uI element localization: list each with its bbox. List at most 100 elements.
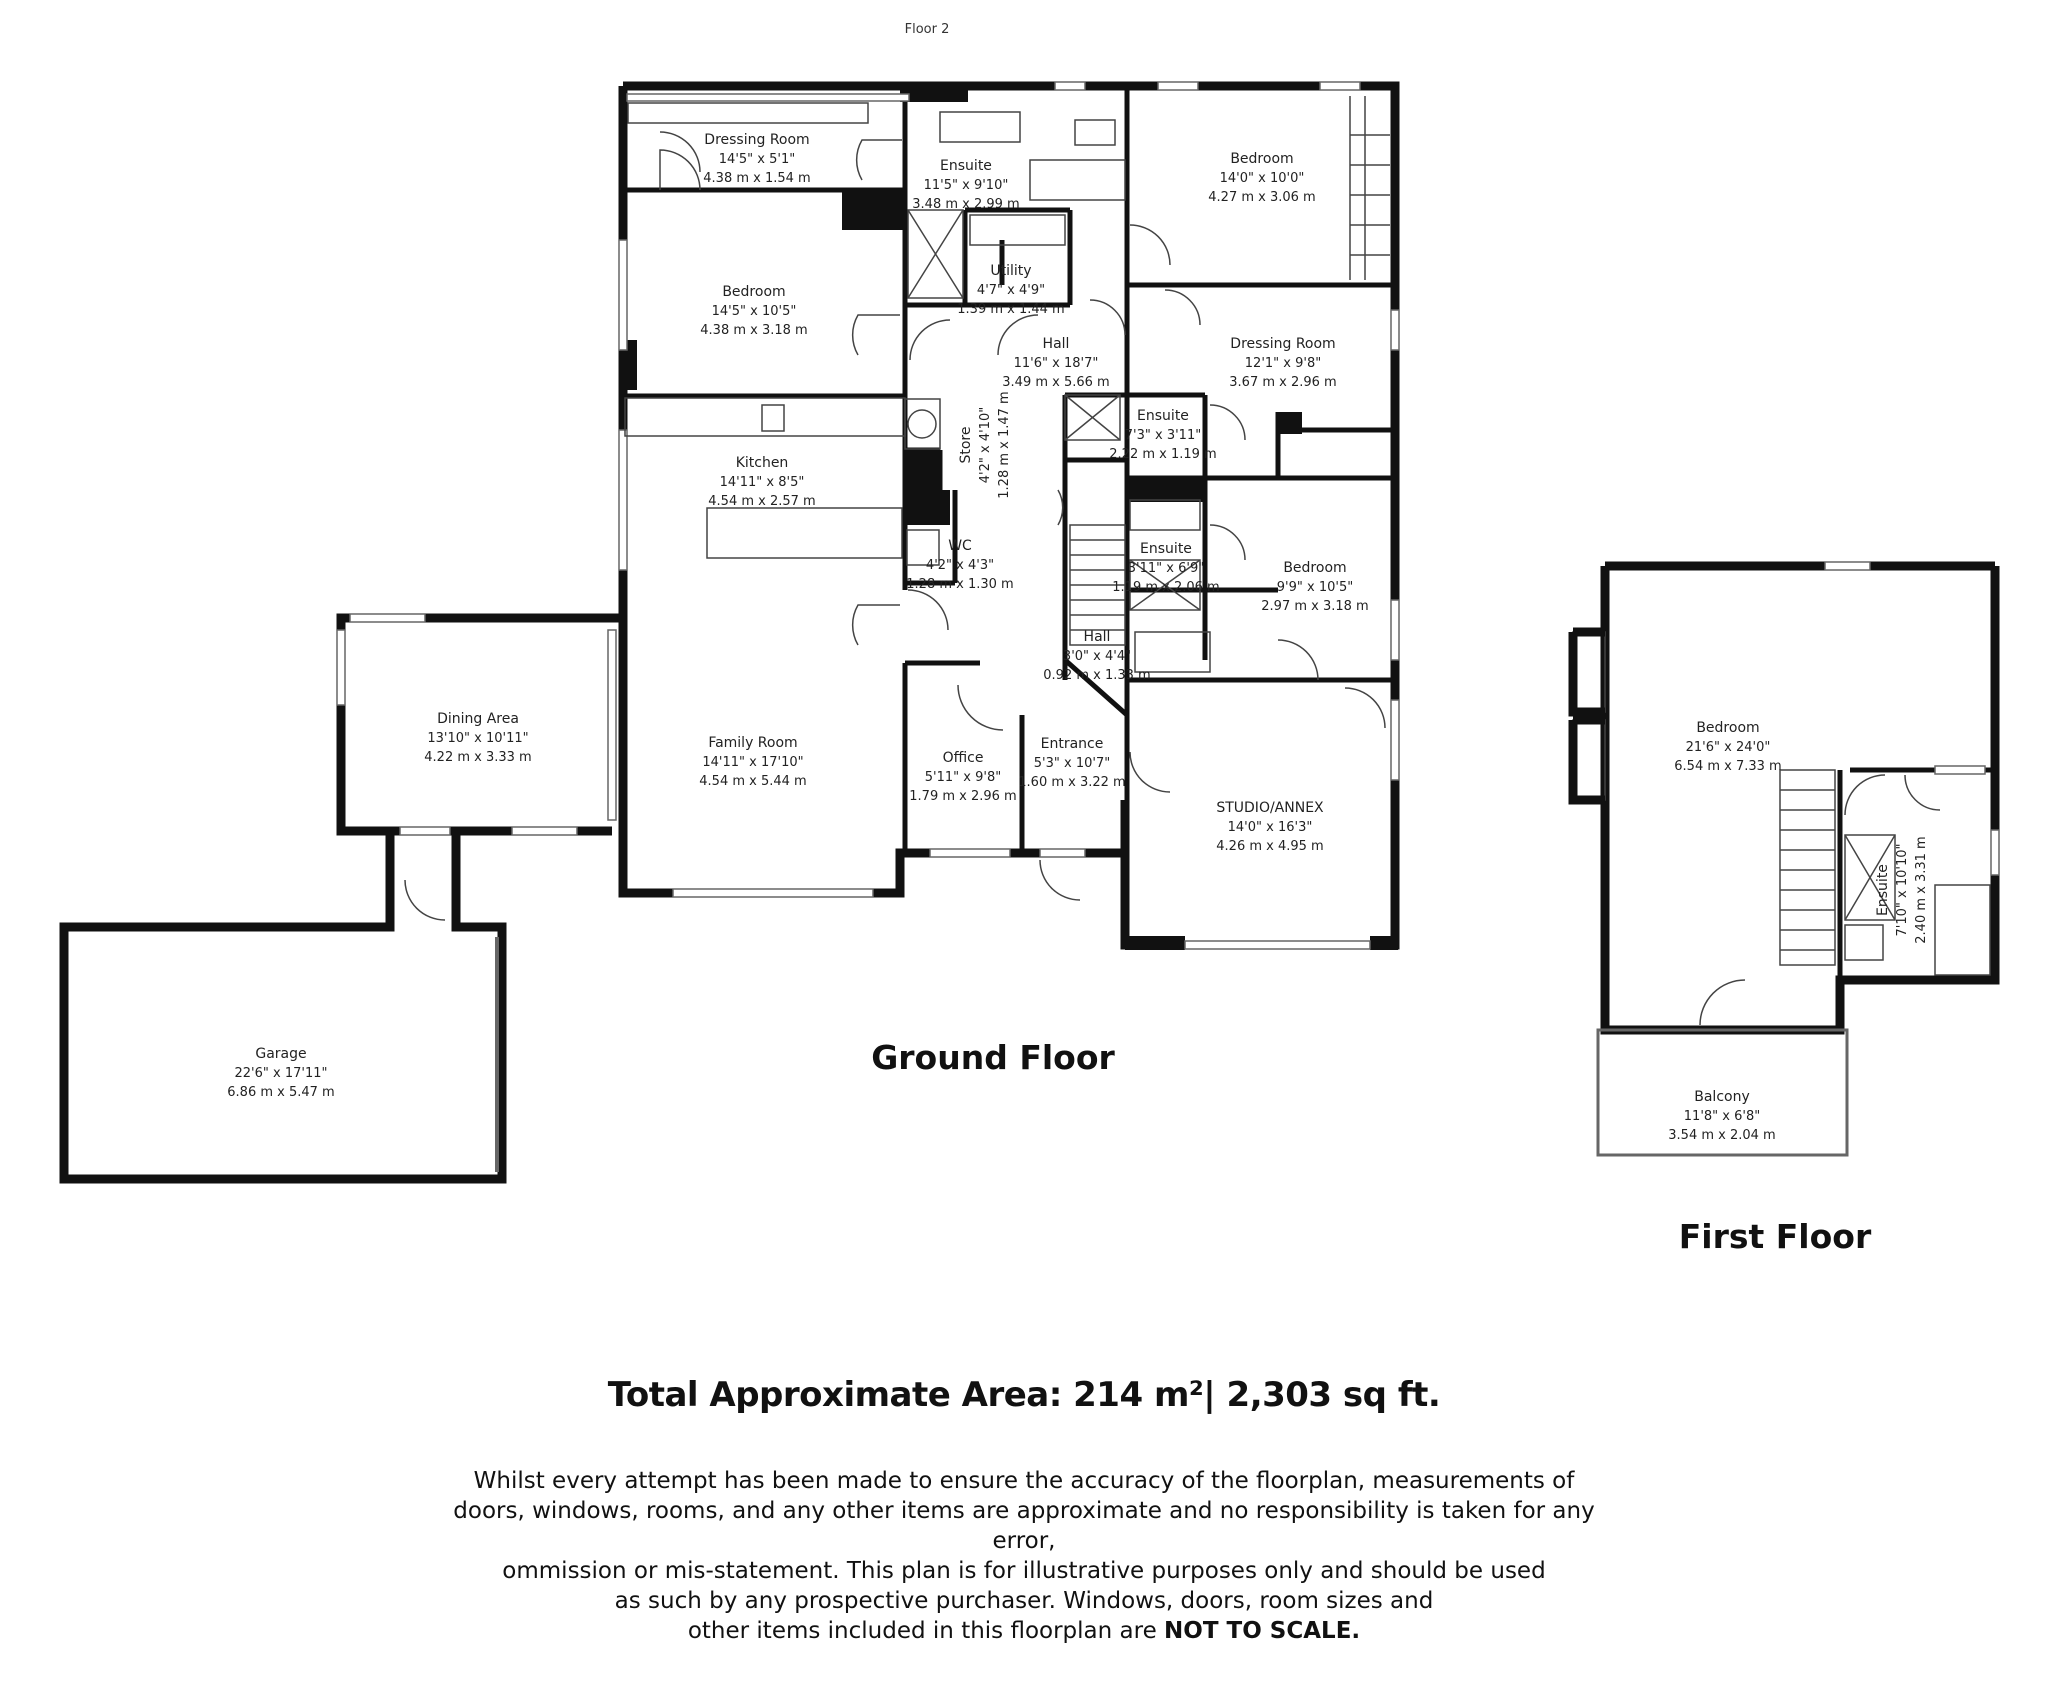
svg-text:1.60 m x 3.22 m: 1.60 m x 3.22 m [1018,775,1125,790]
first-floor-title: First Floor [1679,1217,1872,1256]
svg-text:14'0" x 10'0": 14'0" x 10'0" [1220,171,1305,186]
svg-text:4.54 m x 5.44 m: 4.54 m x 5.44 m [699,774,806,789]
ground-floor-title: Ground Floor [871,1038,1115,1077]
svg-text:14'5" x 10'5": 14'5" x 10'5" [712,304,797,319]
svg-text:Office: Office [943,750,984,766]
room-label-entrance: Entrance 5'3" x 10'7" 1.60 m x 3.22 m [1018,736,1125,790]
room-label-hall-1: Hall 11'6" x 18'7" 3.49 m x 5.66 m [1002,336,1109,390]
ground-floor-walls [59,81,1400,1184]
room-label-ensuite-3: Ensuite 3'11" x 6'9" 1.19 m x 2.06 m [1112,541,1219,595]
svg-text:14'11" x 8'5": 14'11" x 8'5" [720,475,805,490]
svg-text:STUDIO/ANNEX: STUDIO/ANNEX [1216,800,1324,816]
svg-text:4'2" x 4'10": 4'2" x 4'10" [978,407,993,483]
floor-2-label: Floor 2 [905,22,950,37]
svg-text:1.79 m x 2.96 m: 1.79 m x 2.96 m [909,789,1016,804]
svg-text:Ensuite: Ensuite [940,158,992,174]
room-label-wc: WC 4'2" x 4'3" 1.28 m x 1.30 m [906,538,1013,592]
room-label-dining-area: Dining Area 13'10" x 10'11" 4.22 m x 3.3… [424,711,531,765]
svg-text:14'11" x 17'10": 14'11" x 17'10" [702,755,803,770]
svg-text:4'2" x 4'3": 4'2" x 4'3" [926,558,994,573]
room-label-office: Office 5'11" x 9'8" 1.79 m x 2.96 m [909,750,1016,804]
svg-text:4.38 m x 1.54 m: 4.38 m x 1.54 m [703,171,810,186]
svg-text:Ensuite: Ensuite [1875,864,1891,916]
svg-text:1.28 m x 1.30 m: 1.28 m x 1.30 m [906,577,1013,592]
room-label-studio-annex: STUDIO/ANNEX 14'0" x 16'3" 4.26 m x 4.95… [1216,800,1324,854]
room-label-bedroom-2: Bedroom 14'5" x 10'5" 4.38 m x 3.18 m [700,284,807,338]
svg-text:4'7" x 4'9": 4'7" x 4'9" [977,283,1045,298]
room-label-store: Store 4'2" x 4'10" 1.28 m x 1.47 m [958,391,1012,498]
room-label-family-room: Family Room 14'11" x 17'10" 4.54 m x 5.4… [699,735,806,789]
disclaimer-line: other items included in this floorplan a… [687,1618,1157,1644]
svg-text:21'6" x 24'0": 21'6" x 24'0" [1686,740,1771,755]
disclaimer-line: doors, windows, rooms, and any other ite… [453,1498,1595,1554]
svg-text:5'3" x 10'7": 5'3" x 10'7" [1034,756,1110,771]
svg-text:Entrance: Entrance [1041,736,1104,752]
svg-text:Garage: Garage [255,1046,306,1062]
ground-floor-staircase [1069,524,1126,646]
svg-text:1.28 m x 1.47 m: 1.28 m x 1.47 m [997,391,1012,498]
svg-text:6.86 m x 5.47 m: 6.86 m x 5.47 m [227,1085,334,1100]
room-label-bedroom-3: Bedroom 9'9" x 10'5" 2.97 m x 3.18 m [1261,560,1368,614]
svg-text:Store: Store [958,426,974,463]
room-label-utility: Utility 4'7" x 4'9" 1.39 m x 1.44 m [957,263,1064,317]
svg-text:Ensuite: Ensuite [1140,541,1192,557]
svg-text:Dressing Room: Dressing Room [704,132,809,148]
svg-text:4.38 m x 3.18 m: 4.38 m x 3.18 m [700,323,807,338]
room-label-garage: Garage 22'6" x 17'11" 6.86 m x 5.47 m [227,1046,334,1100]
svg-text:3.67 m x 2.96 m: 3.67 m x 2.96 m [1229,375,1336,390]
svg-text:Hall: Hall [1084,629,1111,645]
svg-text:Bedroom: Bedroom [1696,720,1759,736]
room-label-ensuite-2: Ensuite 7'3" x 3'11" 2.22 m x 1.19 m [1109,408,1216,462]
svg-text:Dining Area: Dining Area [437,711,519,727]
disclaimer-line: Whilst every attempt has been made to en… [473,1468,1575,1494]
not-to-scale-emphasis: NOT TO SCALE. [1164,1618,1361,1644]
svg-text:4.22 m x 3.33 m: 4.22 m x 3.33 m [424,750,531,765]
room-label-kitchen: Kitchen 14'11" x 8'5" 4.54 m x 2.57 m [708,455,815,509]
svg-text:4.27 m x 3.06 m: 4.27 m x 3.06 m [1208,190,1315,205]
svg-text:3.49 m x 5.66 m: 3.49 m x 5.66 m [1002,375,1109,390]
svg-text:5'11" x 9'8": 5'11" x 9'8" [925,770,1001,785]
first-floor-room-labels: Bedroom 21'6" x 24'0" 6.54 m x 7.33 m En… [1668,720,1929,1143]
svg-text:3.54 m x 2.04 m: 3.54 m x 2.04 m [1668,1128,1775,1143]
svg-text:11'6" x 18'7": 11'6" x 18'7" [1014,356,1099,371]
svg-text:Ensuite: Ensuite [1137,408,1189,424]
disclaimer-line: ommission or mis-statement. This plan is… [502,1558,1546,1584]
room-label-ensuite-1: Ensuite 11'5" x 9'10" 3.48 m x 2.99 m [912,158,1019,212]
svg-text:2.97 m x 3.18 m: 2.97 m x 3.18 m [1261,599,1368,614]
room-label-dressing-room-1: Dressing Room 14'5" x 5'1" 4.38 m x 1.54… [703,132,810,186]
svg-text:Bedroom: Bedroom [1230,151,1293,167]
room-label-bedroom-1: Bedroom 14'0" x 10'0" 4.27 m x 3.06 m [1208,151,1315,205]
svg-text:6.54 m x 7.33 m: 6.54 m x 7.33 m [1674,759,1781,774]
svg-text:7'3" x 3'11": 7'3" x 3'11" [1125,428,1201,443]
room-label-bedroom-ff: Bedroom 21'6" x 24'0" 6.54 m x 7.33 m [1674,720,1781,774]
svg-text:Bedroom: Bedroom [722,284,785,300]
room-label-dressing-room-2: Dressing Room 12'1" x 9'8" 3.67 m x 2.96… [1229,336,1336,390]
room-label-balcony: Balcony 11'8" x 6'8" 3.54 m x 2.04 m [1668,1089,1775,1143]
svg-text:1.39 m x 1.44 m: 1.39 m x 1.44 m [957,302,1064,317]
svg-text:Hall: Hall [1043,336,1070,352]
svg-text:0.92 m x 1.33 m: 0.92 m x 1.33 m [1043,668,1150,683]
svg-text:Balcony: Balcony [1694,1089,1750,1105]
svg-text:11'5" x 9'10": 11'5" x 9'10" [924,178,1009,193]
svg-text:3'0" x 4'4": 3'0" x 4'4" [1063,649,1131,664]
svg-text:11'8" x 6'8": 11'8" x 6'8" [1684,1109,1760,1124]
svg-text:14'5" x 5'1": 14'5" x 5'1" [719,152,795,167]
disclaimer-line: as such by any prospective purchaser. Wi… [614,1588,1434,1614]
svg-text:12'1" x 9'8": 12'1" x 9'8" [1245,356,1321,371]
ground-floor-room-labels: Dressing Room 14'5" x 5'1" 4.38 m x 1.54… [227,132,1368,1100]
svg-text:1.19 m x 2.06 m: 1.19 m x 2.06 m [1112,580,1219,595]
svg-text:2.40 m x 3.31 m: 2.40 m x 3.31 m [1914,836,1929,943]
disclaimer: Whilst every attempt has been made to en… [424,1466,1624,1646]
svg-text:3.48 m x 2.99 m: 3.48 m x 2.99 m [912,197,1019,212]
svg-text:4.54 m x 2.57 m: 4.54 m x 2.57 m [708,494,815,509]
room-label-ensuite-ff: Ensuite 7'10" x 10'10" 2.40 m x 3.31 m [1875,836,1929,943]
svg-text:Bedroom: Bedroom [1283,560,1346,576]
svg-text:WC: WC [948,538,972,554]
svg-text:22'6" x 17'11": 22'6" x 17'11" [235,1066,328,1081]
svg-text:7'10" x 10'10": 7'10" x 10'10" [1895,844,1910,937]
svg-text:3'11" x 6'9": 3'11" x 6'9" [1128,561,1204,576]
svg-text:9'9" x 10'5": 9'9" x 10'5" [1277,580,1353,595]
svg-text:13'10" x 10'11": 13'10" x 10'11" [427,731,528,746]
svg-text:Dressing Room: Dressing Room [1230,336,1335,352]
